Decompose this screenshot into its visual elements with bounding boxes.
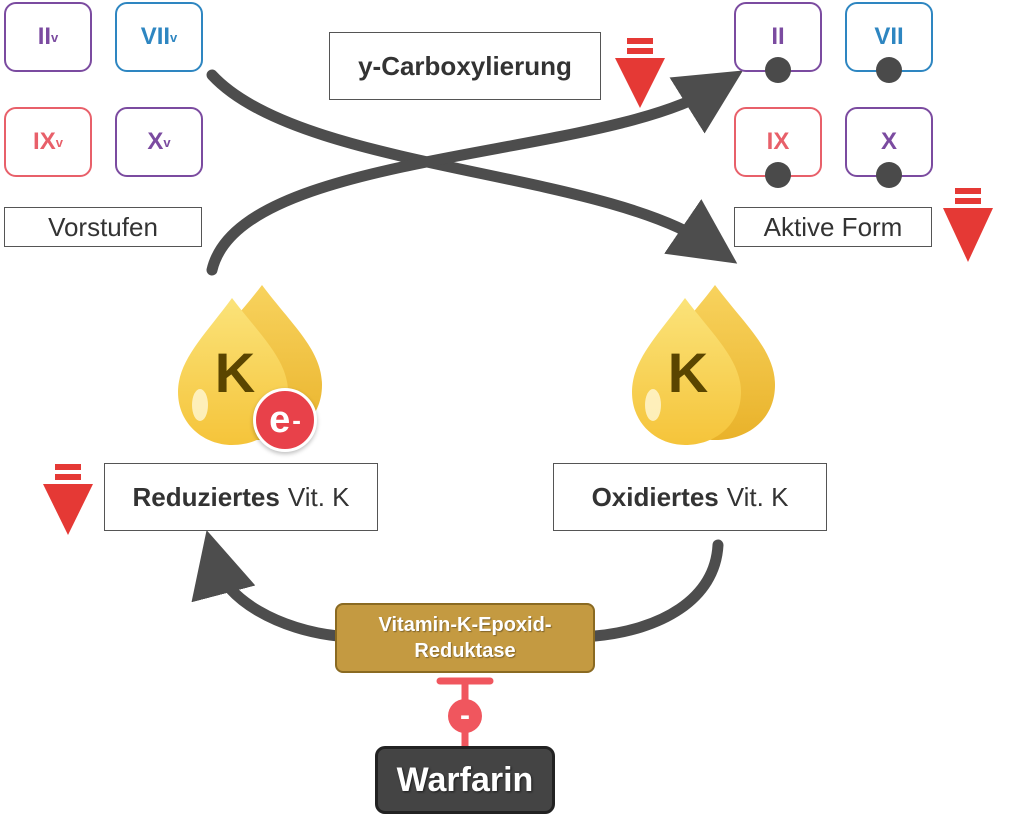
enzyme-box: Vitamin-K-Epoxid- Reduktase bbox=[335, 603, 595, 673]
vitamin-k-drop-oxidized bbox=[632, 285, 775, 445]
precursor-label: Vorstufen bbox=[4, 207, 202, 247]
arrow-precursor-to-active bbox=[206, 69, 738, 264]
vitamin-k-letter-oxidized: K bbox=[667, 341, 709, 404]
carboxyl-group-dot bbox=[765, 57, 791, 83]
factor-vii-active: VII bbox=[845, 2, 933, 83]
factor-x-active: X bbox=[845, 107, 933, 188]
factor-ix-active: IX bbox=[734, 107, 822, 188]
decrease-arrow-active-form bbox=[943, 188, 993, 262]
factor-ii-active: II bbox=[734, 2, 822, 83]
vitamin-k-letter-reduced: K bbox=[214, 341, 256, 404]
carboxyl-group-dot bbox=[876, 162, 902, 188]
arrow-oxidized-to-enzyme bbox=[589, 539, 724, 642]
decrease-arrow-carboxylation bbox=[615, 38, 665, 108]
arrow-reduced-to-active bbox=[206, 70, 743, 276]
electron-badge: e- bbox=[253, 388, 317, 452]
warfarin-box: Warfarin bbox=[375, 746, 555, 814]
arrow-enzyme-to-reduced bbox=[191, 530, 344, 642]
decrease-arrow-reduced bbox=[43, 464, 93, 535]
carboxyl-group-dot bbox=[876, 57, 902, 83]
active-form-label: Aktive Form bbox=[734, 207, 932, 247]
carboxyl-group-dot bbox=[765, 162, 791, 188]
inhibition-badge: - bbox=[448, 699, 482, 733]
carboxylation-label: y-Carboxylierung bbox=[329, 32, 601, 100]
